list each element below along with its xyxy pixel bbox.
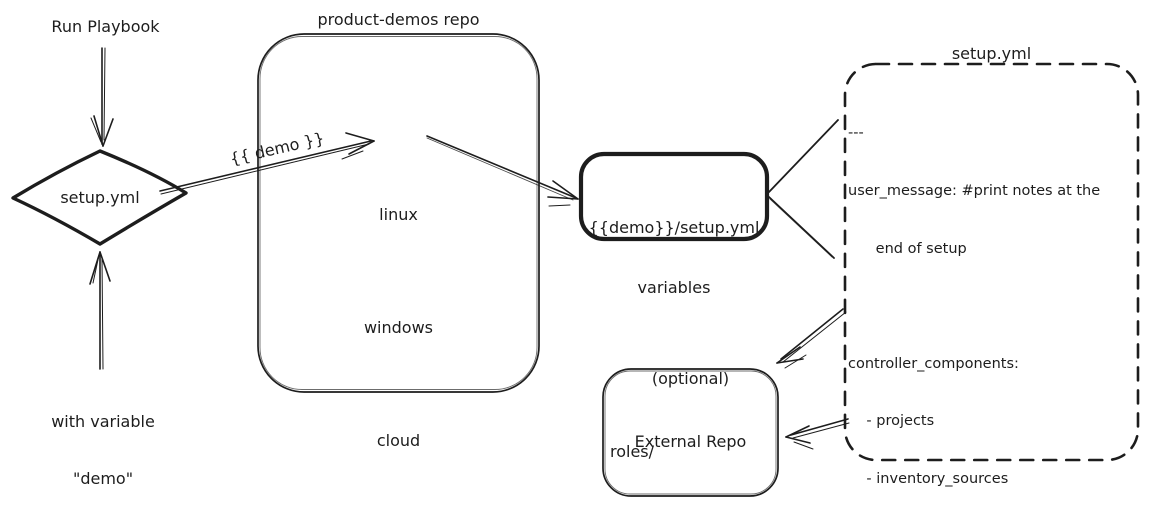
product-demos-title: product-demos repo [317,10,480,29]
product-demos-box [257,33,540,393]
external-repo-caption-line1: (optional) [651,369,730,388]
product-demos-items: linux windows cloud network ... [258,121,539,505]
variables-to-setup-fork [768,119,839,259]
arrowhead-line [102,118,114,147]
yaml-line: - projects [848,413,935,430]
arrow-line [103,47,106,141]
arrow-line [792,422,850,439]
fork-line [768,196,835,259]
arrowhead-line [345,132,375,142]
run-playbook-arrow [90,47,114,147]
box-outline-sketch [259,36,538,390]
arrow-line [160,143,370,195]
arrow-line [426,137,574,201]
fork-line [768,119,839,193]
projects-to-external-arrow [776,308,847,369]
diamond-label: setup.yml [60,188,140,207]
box-outline [602,368,779,497]
arrow-line [790,418,849,436]
arrowhead-line [548,204,571,207]
with-variable-line1: with variable [51,412,155,431]
variables-box-outline [578,151,770,242]
box-outline-sketch [604,370,777,495]
arrowhead-line [776,346,801,364]
variables-box-line2: variables [637,278,711,297]
fork-line-sketch [769,198,833,258]
repo-item-linux: linux [379,205,418,225]
arrowhead-line [341,150,364,160]
external-repo-caption-line2: External Repo [634,432,747,451]
arrow-line [101,257,104,370]
arrowhead-line [99,251,111,282]
yaml-line: --- [848,125,864,142]
with-variable-line2: "demo" [72,469,134,488]
run-playbook-label: Run Playbook [51,17,160,36]
variables-box-line1: {{demo}}/setup.yml [588,218,760,237]
with-variable-label: with variable "demo" [28,374,178,505]
arrow-line [426,135,577,199]
arrowhead-line [552,180,579,200]
arrowhead-line [784,354,807,369]
arrowhead-line [348,140,375,155]
external-repo-box [602,368,779,497]
demo-arrow [159,132,375,195]
external-repo-caption: (optional) External Repo [603,326,778,494]
yaml-line: controller_components: [848,355,1019,372]
with-variable-arrow [89,251,111,370]
variables-box-label: {{demo}}/setup.yml variables [581,178,767,338]
arrowhead-line [793,441,814,450]
repo-item-windows: windows [363,317,434,337]
arrowhead-line [785,436,811,444]
templates-to-external-arrow [785,418,850,450]
yaml-line: end of setup [848,240,967,257]
setup-yml-dashed-box [843,62,1140,462]
repo-item-cloud: cloud [376,430,421,450]
external-repo-line-roles: roles/ [610,442,655,461]
setup-yml-title: setup.yml [951,44,1032,63]
arrow-line [782,311,847,363]
arrow-line [780,308,844,360]
arrowhead-line [90,117,102,143]
arrowhead-line [92,254,100,284]
yaml-line: - inventory_sources [848,470,1009,487]
setup-yml-content: --- user_message: #print notes at the en… [848,86,1136,505]
arrowhead-line [785,425,810,438]
box-outline [257,33,540,393]
external-repo-content: roles/ playbooks/ .... [610,399,770,505]
yaml-line: user_message: #print notes at the [848,183,1101,199]
setup-yml-diamond [11,149,188,246]
arrow-line [159,140,372,192]
arrowhead-line [547,196,579,200]
arrowhead-line [93,115,104,147]
linux-to-variables-arrow [426,135,579,207]
yaml-line [848,297,1136,316]
